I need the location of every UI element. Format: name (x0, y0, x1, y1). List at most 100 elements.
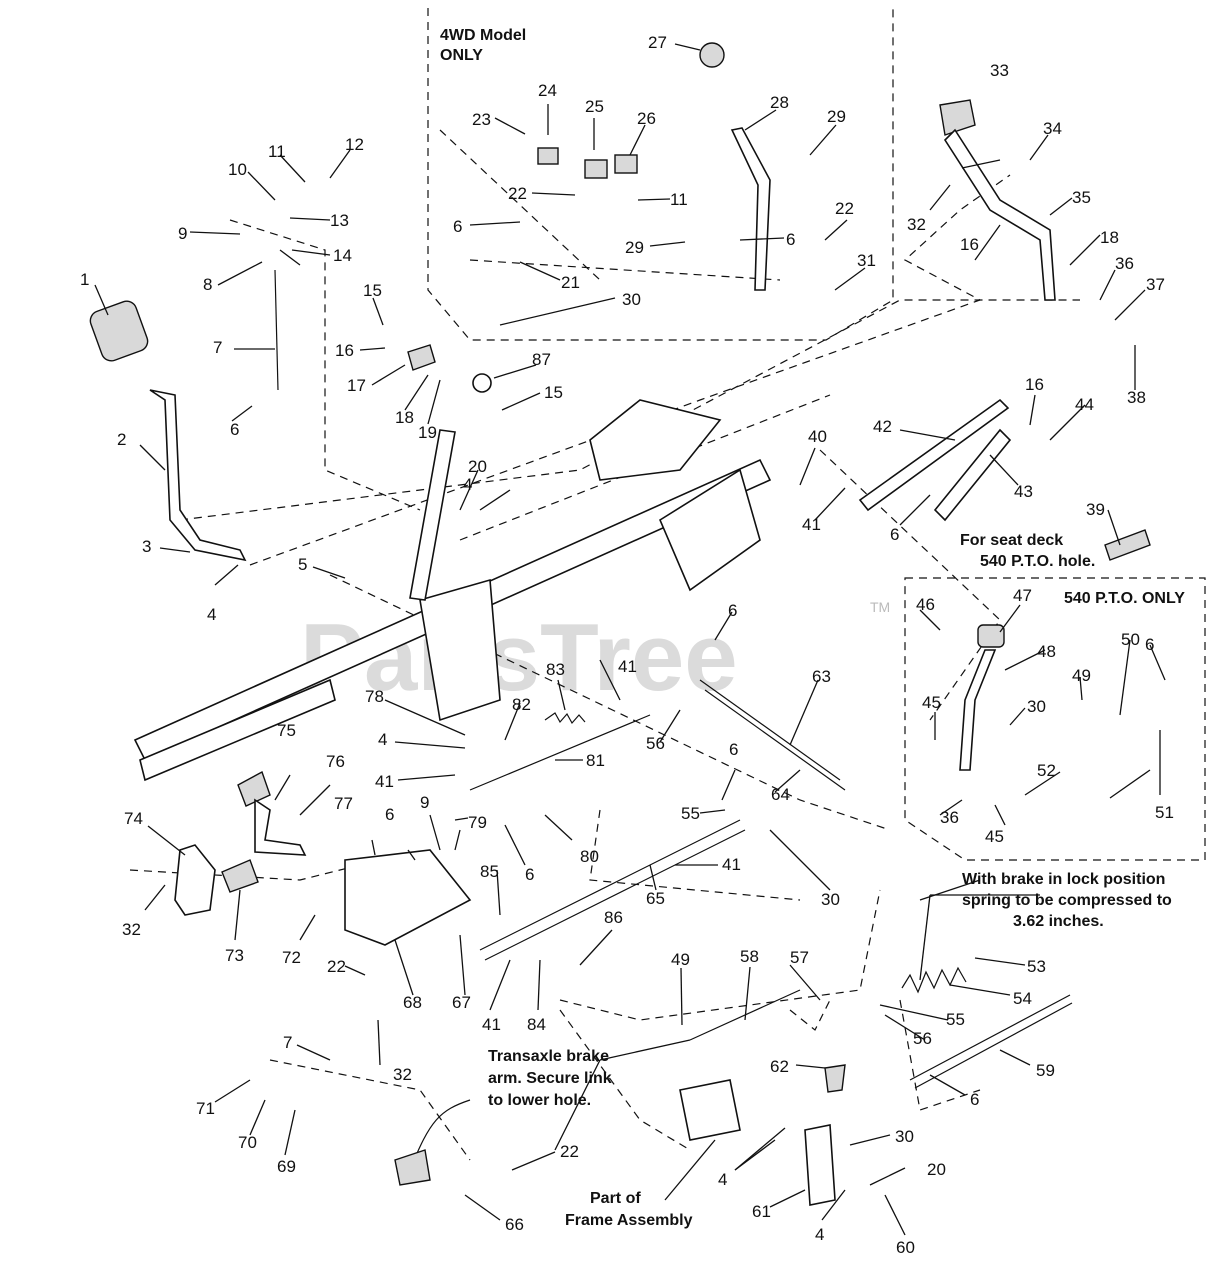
knob-62-shape (824, 1064, 846, 1093)
callout-40: 40 (808, 427, 827, 446)
callout-87: 87 (532, 350, 551, 369)
link-7-shape (274, 269, 279, 391)
bracket-plate (589, 399, 722, 481)
callout-1: 1 (80, 270, 89, 289)
callout-37: 37 (1146, 275, 1165, 294)
bracket-61-shape (804, 1124, 836, 1206)
grip-1-shape (89, 300, 149, 362)
callout-43: 43 (1014, 482, 1033, 501)
callout-81: 81 (586, 751, 605, 770)
callout-17: 17 (347, 376, 366, 395)
callout-18-b: 18 (1100, 228, 1119, 247)
block-25-shape (584, 159, 608, 179)
lever-2-shape (149, 389, 247, 562)
callout-6-j: 6 (1145, 635, 1154, 654)
callout-36-b: 36 (940, 808, 959, 827)
callout-22-d: 22 (560, 1142, 579, 1161)
note-frame-1: Part of (590, 1190, 641, 1207)
rod-65-shape (479, 819, 741, 951)
callout-32-b: 32 (122, 920, 141, 939)
callout-14: 14 (333, 246, 352, 265)
callout-4-c: 4 (378, 730, 387, 749)
callout-83: 83 (546, 660, 565, 679)
part-shapes (89, 42, 1151, 1206)
link-43-shape (933, 428, 1012, 522)
link-42-shape (858, 398, 1010, 512)
knob-27-shape (699, 42, 725, 68)
callout-45-a: 45 (922, 693, 941, 712)
callout-48: 48 (1037, 642, 1056, 661)
spring-54-shape (901, 966, 967, 994)
note-brake-spring-2: spring to be compressed to (962, 892, 1172, 909)
callout-16-b: 16 (960, 235, 979, 254)
callout-39: 39 (1086, 500, 1105, 519)
knob-47-shape (977, 624, 1005, 648)
callout-38: 38 (1127, 388, 1146, 407)
watermark-tm: TM (870, 599, 890, 615)
callout-52: 52 (1037, 761, 1056, 780)
callout-53: 53 (1027, 957, 1046, 976)
callout-9-a: 9 (178, 224, 187, 243)
callout-85: 85 (480, 862, 499, 881)
callout-4-e: 4 (815, 1225, 824, 1244)
callout-5: 5 (298, 555, 307, 574)
callout-57: 57 (790, 948, 809, 967)
callout-3: 3 (142, 537, 151, 556)
callout-6-b: 6 (453, 217, 462, 236)
callout-49-a: 49 (1072, 666, 1091, 685)
callout-35: 35 (1072, 188, 1091, 207)
callout-47: 47 (1013, 586, 1032, 605)
callout-56-b: 56 (913, 1029, 932, 1048)
callout-13: 13 (330, 211, 349, 230)
callout-60: 60 (896, 1238, 915, 1257)
callout-41-e: 41 (482, 1015, 501, 1034)
pedal-arm-35-shape (943, 128, 1056, 301)
callout-49-b: 49 (671, 950, 690, 969)
note-seat-deck-1: For seat deck (960, 532, 1063, 549)
callout-26: 26 (637, 109, 656, 128)
callout-10: 10 (228, 160, 247, 179)
callout-22-c: 22 (327, 957, 346, 976)
note-brake-spring-3: 3.62 inches. (1013, 913, 1104, 930)
callout-8: 8 (203, 275, 212, 294)
arm-74-shape (174, 844, 216, 916)
callout-67: 67 (452, 993, 471, 1012)
callout-34: 34 (1043, 119, 1062, 138)
callout-7-a: 7 (213, 338, 222, 357)
callout-4-b: 4 (463, 475, 472, 494)
bracket-68-shape (344, 849, 472, 946)
frame-rail-lower (139, 678, 336, 782)
callout-64: 64 (771, 785, 790, 804)
callout-70: 70 (238, 1133, 257, 1152)
callout-72: 72 (282, 948, 301, 967)
side-plate (658, 468, 761, 592)
callout-69: 69 (277, 1157, 296, 1176)
callout-41-d: 41 (722, 855, 741, 874)
callout-32-c: 32 (393, 1065, 412, 1084)
frame-plate-shape (679, 1079, 741, 1141)
callout-30-d: 30 (1027, 697, 1046, 716)
callout-28: 28 (770, 93, 789, 112)
callout-30-b: 30 (821, 890, 840, 909)
callout-55-a: 55 (681, 804, 700, 823)
callout-50: 50 (1121, 630, 1140, 649)
lever-48-shape (959, 649, 997, 771)
note-brake-spring-1: With brake in lock position (962, 871, 1165, 888)
callout-58: 58 (740, 947, 759, 966)
lever-28-shape (730, 127, 771, 291)
callout-41-c: 41 (375, 772, 394, 791)
rod-63-shape (699, 679, 841, 781)
callout-16-c: 16 (1025, 375, 1044, 394)
callout-63: 63 (812, 667, 831, 686)
note-transaxle-1: Transaxle brake (488, 1048, 609, 1065)
callout-65: 65 (646, 889, 665, 908)
callout-54: 54 (1013, 989, 1032, 1008)
rod-81-shape (469, 714, 651, 791)
note-transaxle-3: to lower hole. (488, 1092, 591, 1109)
callout-42: 42 (873, 417, 892, 436)
rod-59-shape (909, 994, 1071, 1081)
callout-56-a: 56 (646, 734, 665, 753)
callout-12: 12 (345, 135, 364, 154)
callout-27: 27 (648, 33, 667, 52)
